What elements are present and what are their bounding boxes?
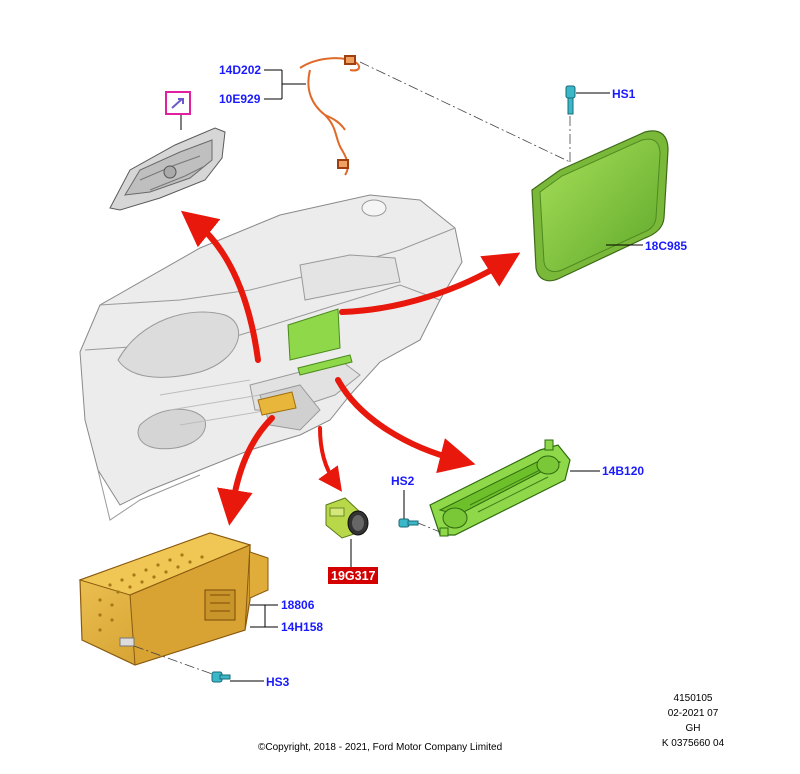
label-HS3: HS3 xyxy=(266,675,290,689)
screw-hs2-icon xyxy=(398,518,419,528)
screw-hs1-icon xyxy=(565,85,576,115)
climate-control-panel xyxy=(429,439,571,537)
label-HS2: HS2 xyxy=(391,474,415,488)
dash-screen-highlight xyxy=(287,308,341,361)
explode-arrows xyxy=(180,210,521,526)
dash-audio-highlight xyxy=(257,391,297,416)
instrument-cluster xyxy=(109,127,226,211)
label-10E929: 10E929 xyxy=(219,92,261,106)
screw-hs3-icon xyxy=(211,671,231,683)
dashboard-assembly xyxy=(79,194,463,521)
label-HS1: HS1 xyxy=(612,87,636,101)
ref-number-4: K 0375660 04 xyxy=(661,738,725,749)
arrow-to-usb xyxy=(318,426,342,492)
ref-number-2: 02-2021 07 xyxy=(667,708,719,719)
dash-climate-highlight xyxy=(297,354,353,376)
usb-port-module xyxy=(325,497,369,539)
label-18C985: 18C985 xyxy=(645,239,687,253)
arrow-to-cluster xyxy=(180,210,261,363)
label-18806: 18806 xyxy=(281,598,315,612)
copyright-notice: ©Copyright, 2018 - 2021, Ford Motor Comp… xyxy=(258,742,503,753)
label-14D202: 14D202 xyxy=(219,63,261,77)
label-19G317: 19G317 xyxy=(331,569,376,583)
label-14B120: 14B120 xyxy=(602,464,644,478)
display-screen xyxy=(531,130,669,282)
audio-control-unit xyxy=(78,532,269,666)
arrow-to-audio xyxy=(217,415,275,526)
wiring-harness xyxy=(299,55,361,176)
label-19G317-bg xyxy=(328,567,378,584)
arrow-to-climate xyxy=(335,377,476,474)
arrow-to-screen xyxy=(339,252,521,315)
ref-number-1: 4150105 xyxy=(673,693,713,704)
label-14H158: 14H158 xyxy=(281,620,323,634)
ref-number-3: GH xyxy=(685,723,701,734)
